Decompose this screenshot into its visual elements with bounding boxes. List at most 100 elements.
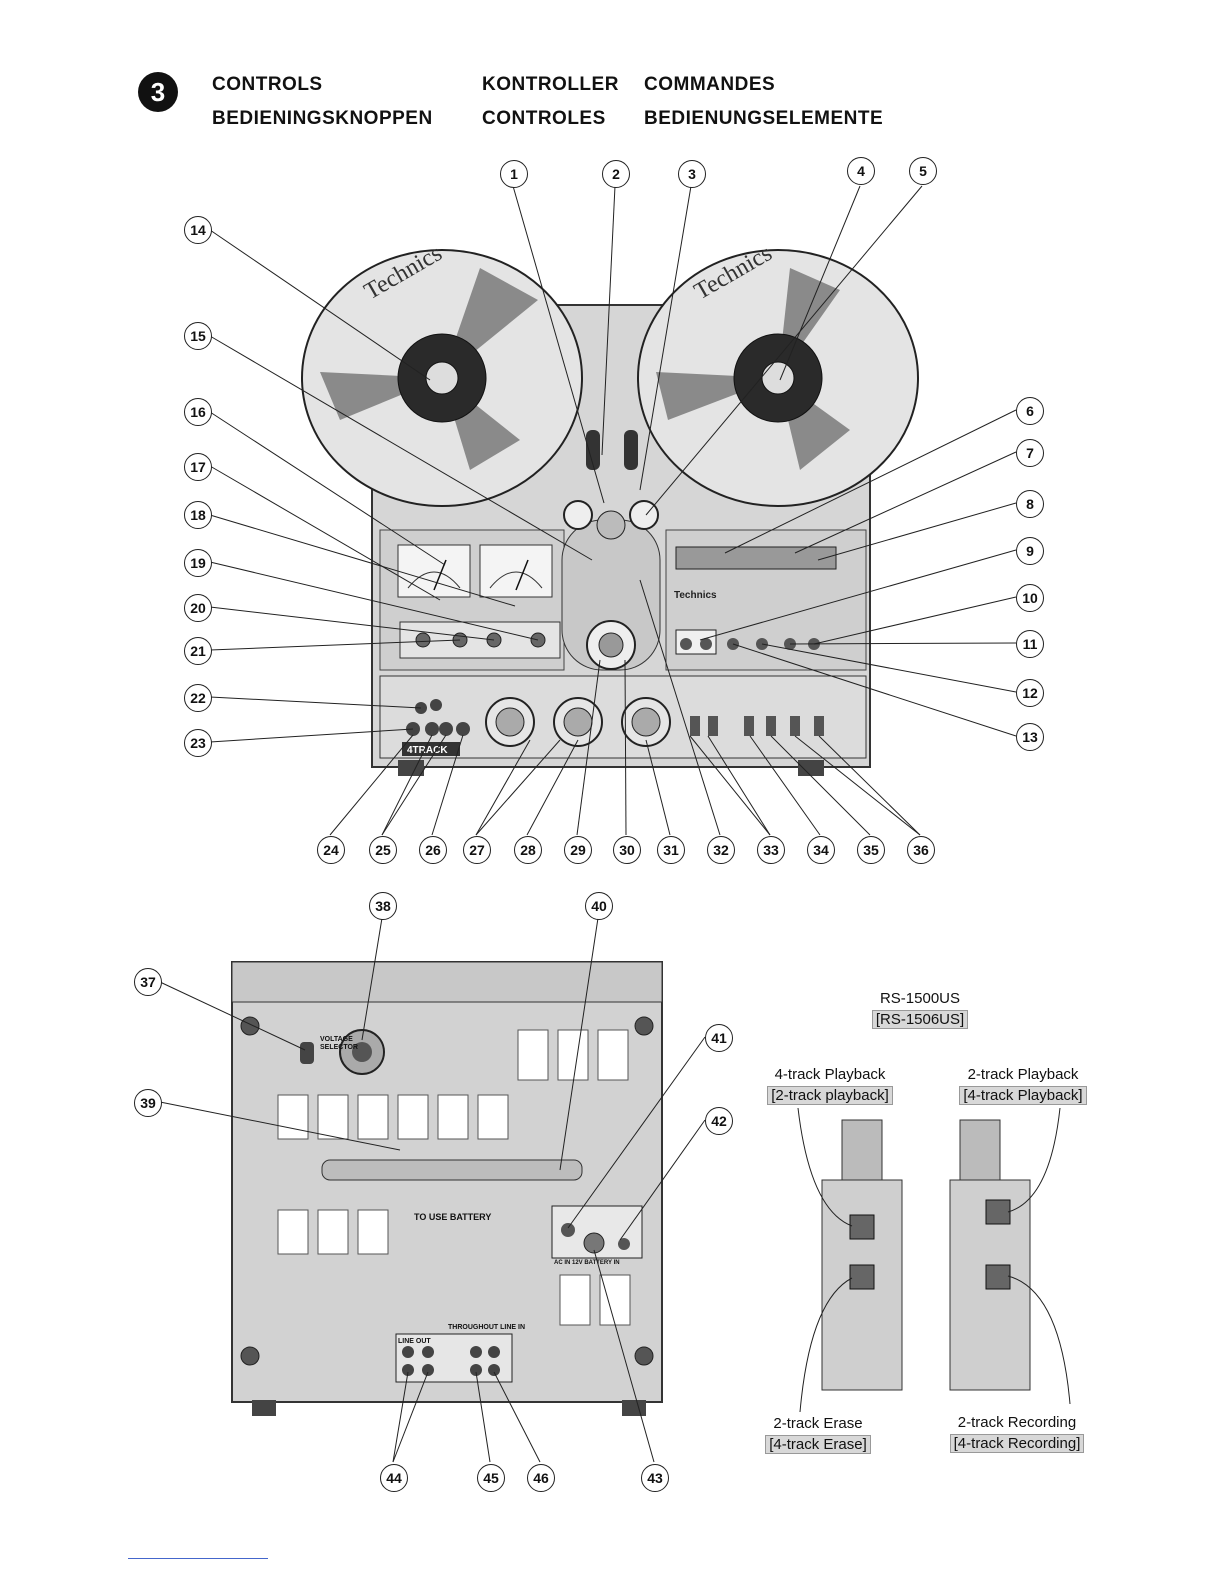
bias-switch bbox=[766, 716, 776, 736]
callout-16: 16 bbox=[184, 398, 212, 426]
right-guide-roller bbox=[629, 500, 659, 530]
callout-17: 17 bbox=[184, 453, 212, 481]
callout-19: 19 bbox=[184, 549, 212, 577]
track-badge: 4TRACK bbox=[407, 745, 448, 756]
caption-2track-playback-alt: [2-track playback] bbox=[735, 1086, 925, 1105]
left-erase-head bbox=[849, 1264, 875, 1290]
head-diagram-leaders bbox=[797, 1107, 1071, 1413]
footer-rule bbox=[128, 1558, 268, 1559]
callout-12: 12 bbox=[1016, 679, 1044, 707]
front-left-foot bbox=[398, 760, 424, 776]
line-in-right-2 bbox=[488, 1364, 500, 1376]
voltage-selector bbox=[300, 1042, 314, 1064]
battery-switch bbox=[561, 1223, 575, 1237]
callout-7: 7 bbox=[1016, 439, 1044, 467]
rec-mode-right-switch bbox=[814, 716, 824, 736]
callout-40: 40 bbox=[585, 892, 613, 920]
rear-screw-br bbox=[634, 1346, 654, 1366]
callout-35: 35 bbox=[857, 836, 885, 864]
line-out-left-2 bbox=[422, 1346, 434, 1358]
mic-left-jack bbox=[425, 722, 439, 736]
heading-controles: CONTROLES bbox=[482, 108, 606, 129]
rear-handle bbox=[321, 1159, 583, 1181]
right-meter-scale bbox=[489, 571, 543, 589]
heading-controls: CONTROLS bbox=[212, 74, 323, 95]
callout-26: 26 bbox=[419, 836, 447, 864]
callout-21: 21 bbox=[184, 637, 212, 665]
rear-top-strip bbox=[231, 961, 663, 1003]
remote-control-socket-inner bbox=[352, 1042, 372, 1062]
callout-13: 13 bbox=[1016, 723, 1044, 751]
line-out-label: LINE OUT bbox=[398, 1338, 431, 1345]
callout-25: 25 bbox=[369, 836, 397, 864]
heading-kontroller: KONTROLLER bbox=[482, 74, 619, 95]
left-meter-needle bbox=[433, 559, 447, 591]
front-right-foot bbox=[798, 760, 824, 776]
callout-43: 43 bbox=[641, 1464, 669, 1492]
callout-5: 5 bbox=[909, 157, 937, 185]
monitor-right-switch bbox=[708, 716, 718, 736]
line-in-right-1 bbox=[470, 1364, 482, 1376]
aux-jack bbox=[456, 722, 470, 736]
callout-29: 29 bbox=[564, 836, 592, 864]
right-reel-spindle bbox=[761, 361, 795, 395]
left-guide-roller bbox=[563, 500, 593, 530]
power-switch bbox=[415, 632, 431, 648]
battery-terminal bbox=[618, 1238, 630, 1250]
output-level-knob-inner bbox=[631, 707, 661, 737]
callout-6: 6 bbox=[1016, 397, 1044, 425]
callout-38: 38 bbox=[369, 892, 397, 920]
caption-4track-playback-alt: [4-track Playback] bbox=[928, 1086, 1118, 1105]
callout-8: 8 bbox=[1016, 490, 1044, 518]
model-alt: [RS-1506US] bbox=[825, 1010, 1015, 1029]
callout-18: 18 bbox=[184, 501, 212, 529]
rear-screw-bl bbox=[240, 1346, 260, 1366]
heading-bedienungselemente: BEDIENUNGSELEMENTE bbox=[644, 108, 884, 129]
rear-leader-lines bbox=[159, 917, 706, 1463]
panel-logo: Technics bbox=[674, 590, 717, 601]
head-diagram-right-top bbox=[959, 1119, 1001, 1181]
callout-27: 27 bbox=[463, 836, 491, 864]
pause-button bbox=[700, 638, 712, 650]
callout-45: 45 bbox=[477, 1464, 505, 1492]
callout-20: 20 bbox=[184, 594, 212, 622]
callout-44: 44 bbox=[380, 1464, 408, 1492]
head-diagram-left-top bbox=[841, 1119, 883, 1181]
callout-24: 24 bbox=[317, 836, 345, 864]
caption-2track-playback: 2-track Playback bbox=[967, 1066, 1079, 1083]
callout-2: 2 bbox=[602, 160, 630, 188]
callout-46: 46 bbox=[527, 1464, 555, 1492]
mic-level-knob-inner bbox=[495, 707, 525, 737]
monitor-left-switch bbox=[690, 716, 700, 736]
callout-3: 3 bbox=[678, 160, 706, 188]
line-level-knob-inner bbox=[563, 707, 593, 737]
front-leader-lines bbox=[209, 185, 1017, 836]
caption-2track-recording: 2-track Recording bbox=[957, 1414, 1077, 1431]
caption-4track-playback: 4-track Playback bbox=[774, 1066, 886, 1083]
right-recording-head bbox=[985, 1264, 1011, 1290]
capstan-core bbox=[598, 632, 624, 658]
heading-bedieningsknoppen: BEDIENINGSKNOPPEN bbox=[212, 108, 433, 129]
rear-screw-tl bbox=[240, 1016, 260, 1036]
output-mode-switch bbox=[430, 699, 442, 711]
line-out-right-2 bbox=[422, 1364, 434, 1376]
callout-23: 23 bbox=[184, 729, 212, 757]
callout-37: 37 bbox=[134, 968, 162, 996]
right-meter-needle bbox=[515, 559, 529, 591]
left-meter-scale bbox=[407, 571, 461, 589]
callout-1: 1 bbox=[500, 160, 528, 188]
rear-panel bbox=[231, 961, 663, 1403]
line-in-label: THROUGHOUT LINE IN bbox=[448, 1324, 525, 1331]
callout-28: 28 bbox=[514, 836, 542, 864]
callout-9: 9 bbox=[1016, 537, 1044, 565]
rec-button bbox=[680, 638, 692, 650]
callout-33: 33 bbox=[757, 836, 785, 864]
heading-commandes: COMMANDES bbox=[644, 74, 776, 95]
section-number-badge: 3 bbox=[138, 72, 178, 112]
callout-31: 31 bbox=[657, 836, 685, 864]
rear-screw-tr bbox=[634, 1016, 654, 1036]
track-badge-bg bbox=[402, 742, 460, 756]
battery-heading: TO USE BATTERY bbox=[414, 1212, 492, 1222]
callout-41: 41 bbox=[705, 1024, 733, 1052]
